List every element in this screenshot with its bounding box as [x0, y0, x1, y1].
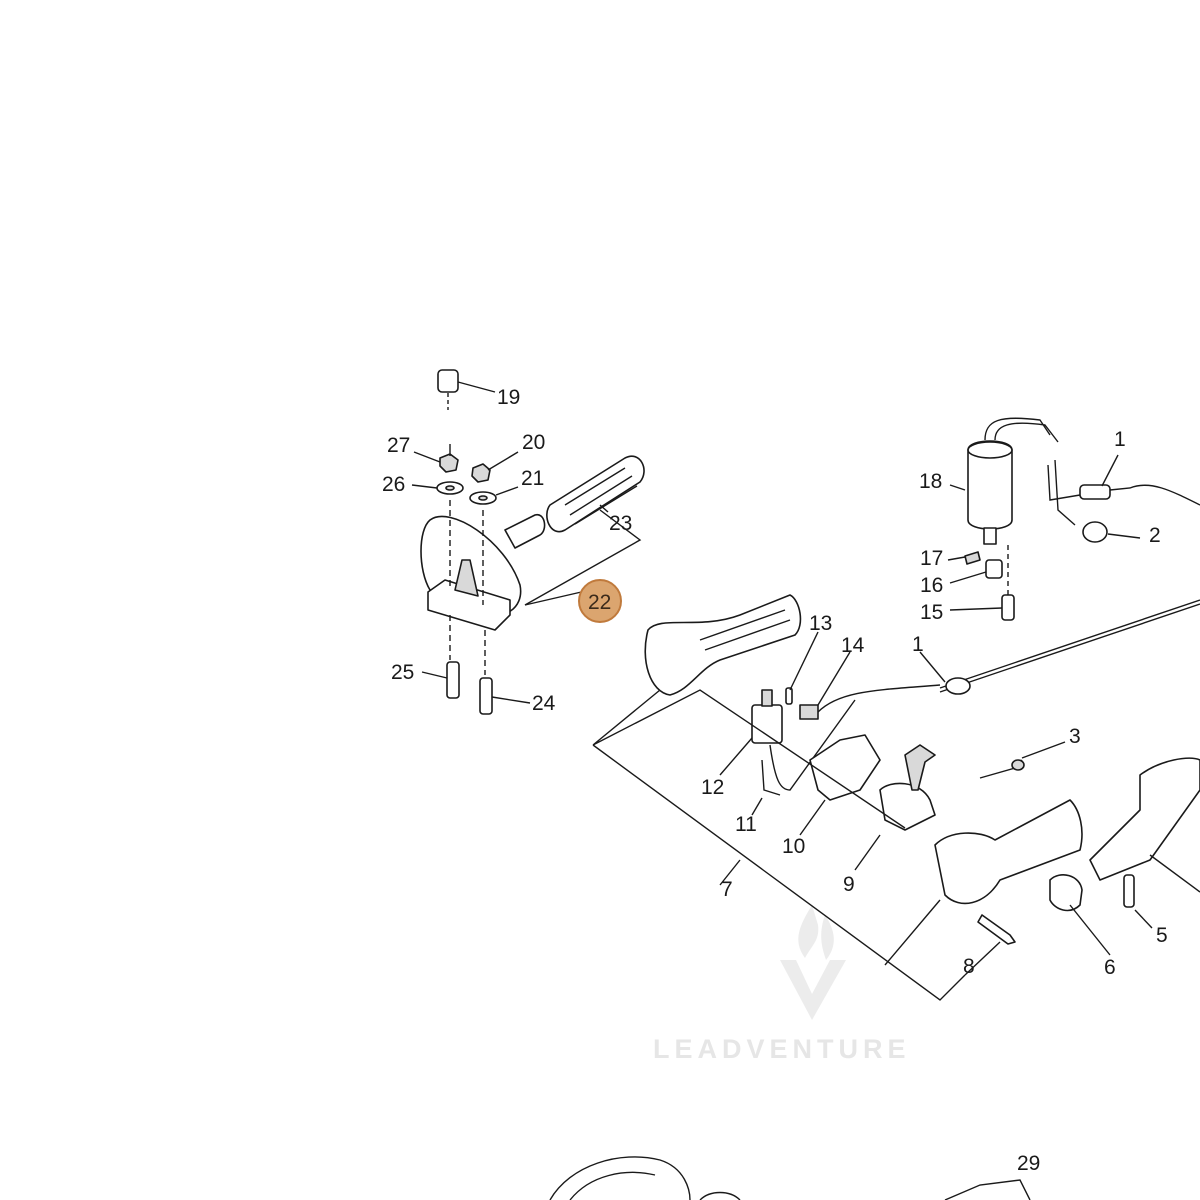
part-10-bracket — [809, 734, 881, 801]
part-22-base-bracket — [427, 579, 511, 631]
part-2-grommet — [1082, 521, 1108, 543]
label-6[interactable]: 6 — [1104, 956, 1116, 979]
label-3[interactable]: 3 — [1069, 725, 1081, 748]
part-17-spring — [964, 551, 981, 565]
label-17[interactable]: 17 — [920, 547, 943, 570]
label-24[interactable]: 24 — [532, 692, 556, 715]
part-1-connector — [1079, 484, 1111, 500]
handle-assembly — [644, 594, 1200, 945]
part-16-bushing — [985, 559, 1003, 579]
part-18-solenoid — [967, 440, 1013, 530]
solenoid-assembly — [939, 417, 1200, 695]
watermark-text: LEADVENTURE — [653, 1034, 911, 1064]
label-5[interactable]: 5 — [1156, 924, 1168, 947]
part-6-rubber-mount — [1049, 874, 1083, 912]
part-19-cap — [437, 369, 459, 393]
part-7-upper-handle-shell — [644, 594, 802, 696]
label-25[interactable]: 25 — [391, 661, 414, 684]
label-29[interactable]: 29 — [1017, 1152, 1040, 1175]
part-14-clip — [799, 704, 819, 720]
label-21[interactable]: 21 — [521, 467, 544, 490]
label-7[interactable]: 7 — [721, 878, 733, 901]
label-1-mid[interactable]: 1 — [912, 633, 924, 656]
mount-plate-assembly — [420, 369, 645, 715]
part-12-switch — [751, 704, 783, 744]
label-12[interactable]: 12 — [701, 776, 724, 799]
label-16[interactable]: 16 — [920, 574, 943, 597]
label-27[interactable]: 27 — [387, 434, 410, 457]
part-23-grip — [546, 455, 645, 533]
label-18[interactable]: 18 — [919, 470, 942, 493]
label-14[interactable]: 14 — [841, 634, 865, 657]
part-29-frame — [549, 1156, 1031, 1200]
part-9-lever — [879, 782, 936, 831]
leader-lines — [411, 381, 1200, 1001]
label-13[interactable]: 13 — [809, 612, 832, 635]
part-9-trigger — [904, 744, 936, 791]
flame-v-logo-icon — [780, 905, 846, 1020]
label-26[interactable]: 26 — [382, 473, 405, 496]
part-labels: 19 20 27 21 26 23 22 25 24 1 18 2 17 16 … — [382, 386, 1168, 1175]
part-25-bolt — [446, 661, 460, 699]
part-15-screw — [1001, 594, 1015, 621]
part-13-pin — [785, 687, 793, 705]
label-10[interactable]: 10 — [782, 835, 805, 858]
label-8[interactable]: 8 — [963, 955, 975, 978]
part-5-screw — [1123, 874, 1135, 908]
label-9[interactable]: 9 — [843, 873, 855, 896]
label-2[interactable]: 2 — [1149, 524, 1161, 547]
label-15[interactable]: 15 — [920, 601, 943, 624]
highlight-callout-22[interactable] — [578, 579, 622, 623]
part-24-bolt — [479, 677, 493, 715]
label-20[interactable]: 20 — [522, 431, 545, 454]
part-27-nut — [439, 453, 459, 473]
part-20-nut — [471, 463, 491, 483]
part-8-screw — [977, 914, 1016, 945]
label-19[interactable]: 19 — [497, 386, 520, 409]
part-3-clip — [1011, 759, 1025, 771]
watermark: LEADVENTURE — [653, 905, 911, 1064]
label-23[interactable]: 23 — [609, 512, 632, 535]
label-1-top[interactable]: 1 — [1114, 428, 1126, 451]
label-11[interactable]: 11 — [735, 813, 757, 836]
handle-tube — [1089, 757, 1200, 881]
label-22[interactable]: 22 — [588, 591, 611, 614]
part-7-lower-handle — [934, 799, 1083, 905]
